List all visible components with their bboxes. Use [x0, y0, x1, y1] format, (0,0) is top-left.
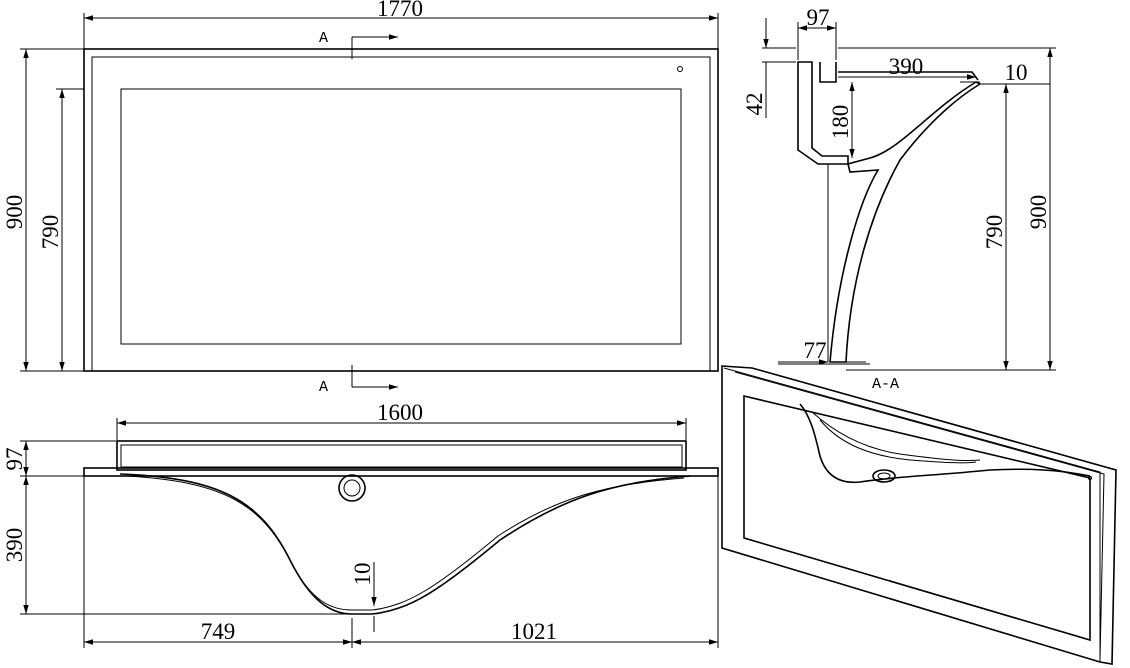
dim-side-base: 77 — [804, 338, 827, 363]
dim-front-width: 1770 — [377, 0, 423, 21]
top-back-panel — [116, 440, 687, 471]
persp-drain-outer — [872, 469, 896, 483]
dim-side-bowl: 180 — [828, 105, 853, 140]
dim-left-offset: 749 — [201, 619, 236, 644]
dim-right-offset: 1021 — [511, 619, 557, 644]
dim-top-length: 1600 — [377, 400, 423, 425]
back-rim — [819, 62, 837, 83]
dim-front-inner-height: 790 — [38, 215, 63, 250]
persp-drain-inner — [877, 472, 891, 480]
top-rim — [83, 467, 719, 477]
dim-top-thickness: 97 — [2, 448, 27, 471]
dim-side-inner-height: 790 — [982, 215, 1007, 250]
basin-outline — [119, 473, 691, 615]
section-marker-bottom: A — [319, 379, 328, 396]
front-mid-frame — [91, 56, 711, 372]
overflow-hole — [677, 66, 683, 72]
dim-front-height: 900 — [2, 195, 27, 230]
section-title: A-A — [872, 376, 899, 393]
dim-top-depth: 390 — [2, 528, 27, 563]
dim-side-thickness: 97 — [807, 5, 830, 30]
dim-side-lip: 10 — [1005, 60, 1028, 85]
persp-basin-bowl — [811, 411, 981, 462]
persp-overflow-hole — [1087, 475, 1093, 481]
top-view: 1600 97 390 10 749 1021 — [2, 400, 719, 648]
persp-inner-panel — [743, 394, 1091, 642]
dim-side-height: 900 — [1026, 195, 1051, 230]
wall-panel-section — [797, 61, 849, 165]
dim-side-depth: 390 — [889, 54, 924, 79]
side-section-view: A-A 97 42 390 10 180 790 900 77 — [742, 5, 1056, 393]
perspective-view — [721, 365, 1117, 665]
bowl-outer-curve — [829, 81, 982, 363]
persp-outer-frame — [721, 365, 1117, 665]
front-inner-panel — [120, 88, 682, 345]
section-marker-top: A — [319, 30, 328, 47]
drain-inner — [343, 479, 361, 497]
front-view: 1770 900 790 A A — [2, 0, 719, 396]
drain-outer — [338, 474, 366, 502]
dim-top-lip: 10 — [350, 563, 375, 586]
dim-side-rim: 42 — [742, 93, 767, 116]
front-outer-frame — [83, 48, 719, 372]
